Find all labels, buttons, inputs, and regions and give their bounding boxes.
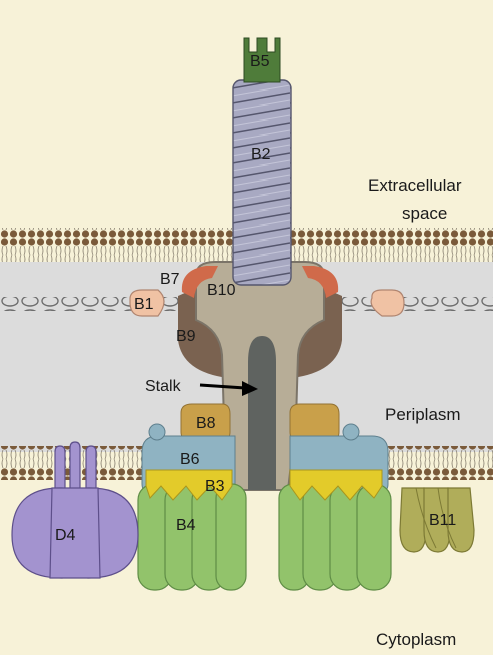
label-b7: B7 — [160, 271, 180, 288]
label-space: space — [402, 204, 447, 223]
label-b11: B11 — [429, 512, 456, 529]
label-b2: B2 — [251, 146, 271, 163]
b2-pilus — [233, 80, 291, 285]
label-b1: B1 — [134, 296, 154, 313]
label-b8: B8 — [196, 415, 216, 432]
label-b5: B5 — [250, 53, 270, 70]
label-b3: B3 — [205, 478, 225, 495]
label-b9: B9 — [176, 328, 196, 345]
label-cytoplasm: Cytoplasm — [376, 630, 456, 649]
label-stalk: Stalk — [145, 378, 182, 395]
stalk — [248, 336, 276, 490]
b4-left — [138, 484, 246, 590]
b4-right — [279, 484, 391, 590]
label-periplasm: Periplasm — [385, 405, 461, 424]
label-b6: B6 — [180, 451, 200, 468]
label-extracellular: Extracellular — [368, 176, 462, 195]
label-b4: B4 — [176, 517, 196, 534]
b8-right — [290, 404, 339, 440]
label-b10: B10 — [207, 282, 236, 299]
label-d4: D4 — [55, 527, 76, 544]
